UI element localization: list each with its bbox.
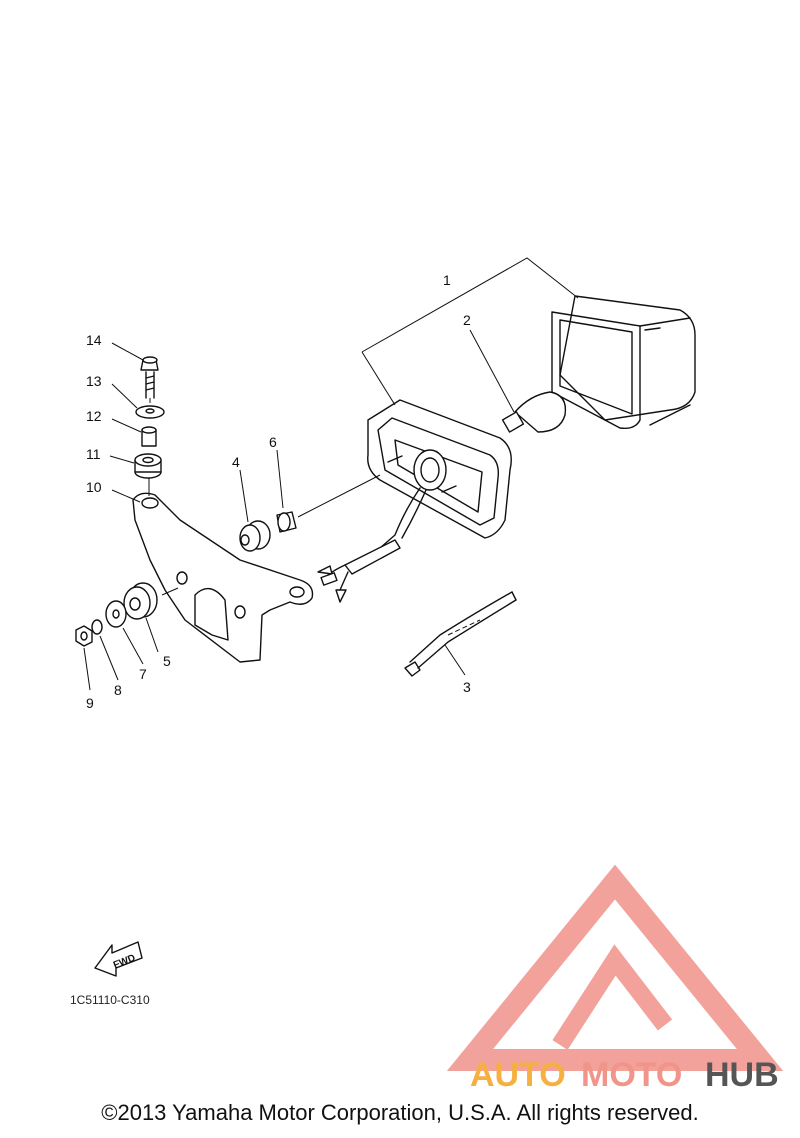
watermark-logo xyxy=(446,864,784,1071)
callout-5: 5 xyxy=(163,653,171,669)
callout-7: 7 xyxy=(139,666,147,682)
callout-6: 6 xyxy=(269,434,277,450)
callout-3: 3 xyxy=(463,679,471,695)
watermark-auto: AUTO xyxy=(470,1056,566,1094)
lock-washer-8 xyxy=(91,619,103,635)
grommet-11 xyxy=(134,453,162,479)
washer-13 xyxy=(135,405,165,419)
bracket xyxy=(132,492,314,663)
callout-1: 1 xyxy=(443,272,451,288)
callout-10: 10 xyxy=(86,479,102,495)
grommet-4 xyxy=(239,520,271,552)
callout-13: 13 xyxy=(86,373,102,389)
diagram-code: 1C51110-C310 xyxy=(70,993,150,1007)
nut-9 xyxy=(75,625,93,647)
bulb xyxy=(501,391,567,433)
collar-12 xyxy=(141,426,157,447)
callout-2: 2 xyxy=(463,312,471,328)
callout-9: 9 xyxy=(86,695,94,711)
callout-4: 4 xyxy=(232,454,240,470)
callout-11: 11 xyxy=(86,446,101,462)
cable-tie-3 xyxy=(404,591,517,677)
assembly-lines xyxy=(148,398,481,636)
grommet-5 xyxy=(123,582,158,620)
callout-14: 14 xyxy=(86,332,102,348)
callouts: 1 2 3 4 5 6 7 8 9 10 11 12 13 14 xyxy=(86,272,471,711)
bolt-14 xyxy=(140,356,159,399)
leader-lines xyxy=(83,257,579,691)
washer-7 xyxy=(105,600,127,628)
callout-12: 12 xyxy=(86,408,102,424)
taillight-lens xyxy=(551,295,696,430)
collar-6 xyxy=(276,511,297,533)
watermark-moto: MOTO xyxy=(581,1056,682,1094)
callout-8: 8 xyxy=(114,682,122,698)
fwd-arrow-icon: FWD xyxy=(94,941,143,977)
taillight-base xyxy=(317,399,512,603)
watermark-text: AUTO MOTO HUB xyxy=(470,1056,779,1094)
watermark-hub: HUB xyxy=(705,1056,779,1094)
copyright-notice: ©2013 Yamaha Motor Corporation, U.S.A. A… xyxy=(101,1100,699,1125)
